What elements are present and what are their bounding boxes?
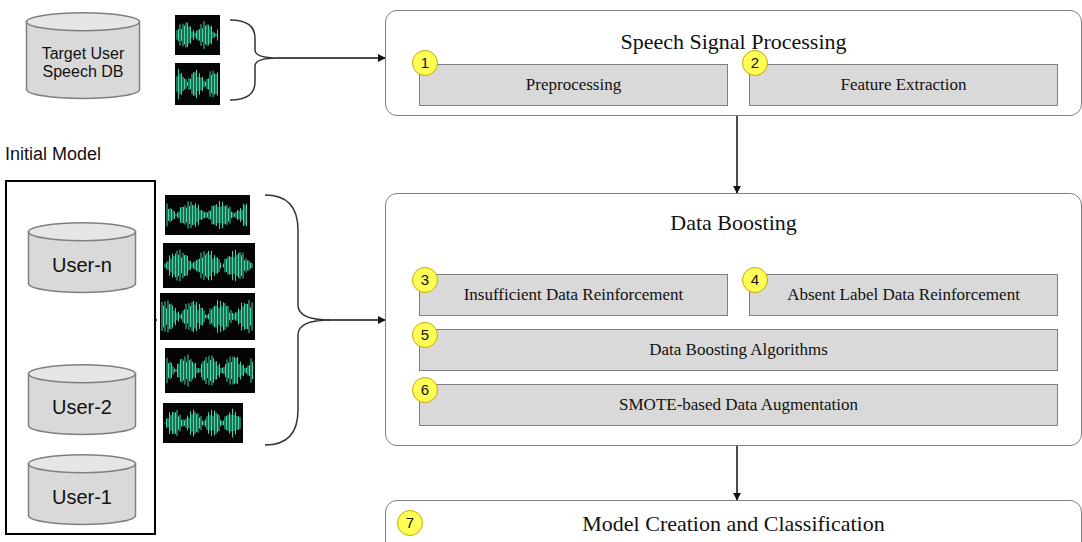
stage-title: Model Creation and Classification [386, 511, 1081, 537]
callout-number: 5 [412, 322, 438, 348]
callout-number: 4 [742, 267, 768, 293]
waveform-image [163, 403, 243, 443]
database-cylinder: Target User Speech DB [25, 12, 141, 100]
stage-panel: Speech Signal ProcessingPreprocessing Fea… [385, 10, 1082, 116]
box-label: Feature Extraction [840, 75, 966, 95]
callout-number: 3 [412, 267, 438, 293]
box-label: SMOTE-based Data Augmentation [619, 395, 858, 415]
bracket [265, 195, 330, 445]
process-box: Absent Label Data Reinforcement [749, 274, 1058, 316]
box-label: Data Boosting Algorithms [649, 340, 828, 360]
box-label: Absent Label Data Reinforcement [787, 285, 1020, 305]
waveform-image [175, 15, 220, 55]
box-label: User-2 [52, 382, 112, 419]
callout-number: 7 [397, 510, 423, 536]
box-label: User-n [52, 240, 112, 277]
waveform-image [163, 243, 255, 288]
group-heading: Initial Model [5, 144, 101, 165]
bracket [230, 20, 278, 100]
box-label: Preprocessing [526, 75, 621, 95]
stage-panel: Model Creation and Classification [385, 500, 1082, 542]
stage-panel: Data BoostingInsufficient Data Reinforce… [385, 193, 1082, 446]
waveform-trace [177, 21, 218, 49]
waveform-image [175, 63, 220, 105]
waveform-trace [162, 300, 252, 333]
box-label: Insufficient Data Reinforcement [464, 285, 684, 305]
box-label: Target User Speech DB [32, 31, 134, 81]
waveform-trace [167, 201, 247, 229]
process-box: SMOTE-based Data Augmentation [419, 384, 1058, 426]
flow-arrow [736, 446, 738, 500]
line-cover [141, 54, 277, 62]
callout-number: 2 [742, 50, 768, 76]
callout-number: 6 [412, 377, 438, 403]
stage-title: Speech Signal Processing [386, 29, 1081, 55]
callout-number: 1 [412, 50, 438, 76]
waveform-group [160, 15, 255, 443]
flow-arrow [736, 116, 738, 193]
waveform-trace [165, 250, 252, 281]
process-box: Insufficient Data Reinforcement [419, 274, 728, 316]
waveform-trace [167, 354, 253, 386]
process-box: Data Boosting Algorithms [419, 329, 1058, 371]
database-cylinder: User-n [27, 222, 137, 294]
box-label: User-1 [52, 472, 112, 509]
waveform-trace [177, 69, 218, 99]
waveform-image [165, 195, 250, 235]
database-cylinder: User-2 [27, 364, 137, 436]
stage-title: Data Boosting [386, 210, 1081, 236]
waveform-trace [165, 409, 240, 438]
waveform-image [165, 348, 255, 393]
group-box: Initial ModelUser-nUser-2User-1 [5, 180, 156, 535]
waveform-image [160, 293, 255, 340]
process-box: Feature Extraction [749, 64, 1058, 106]
process-box: Preprocessing [419, 64, 728, 106]
database-cylinder: User-1 [27, 454, 137, 526]
